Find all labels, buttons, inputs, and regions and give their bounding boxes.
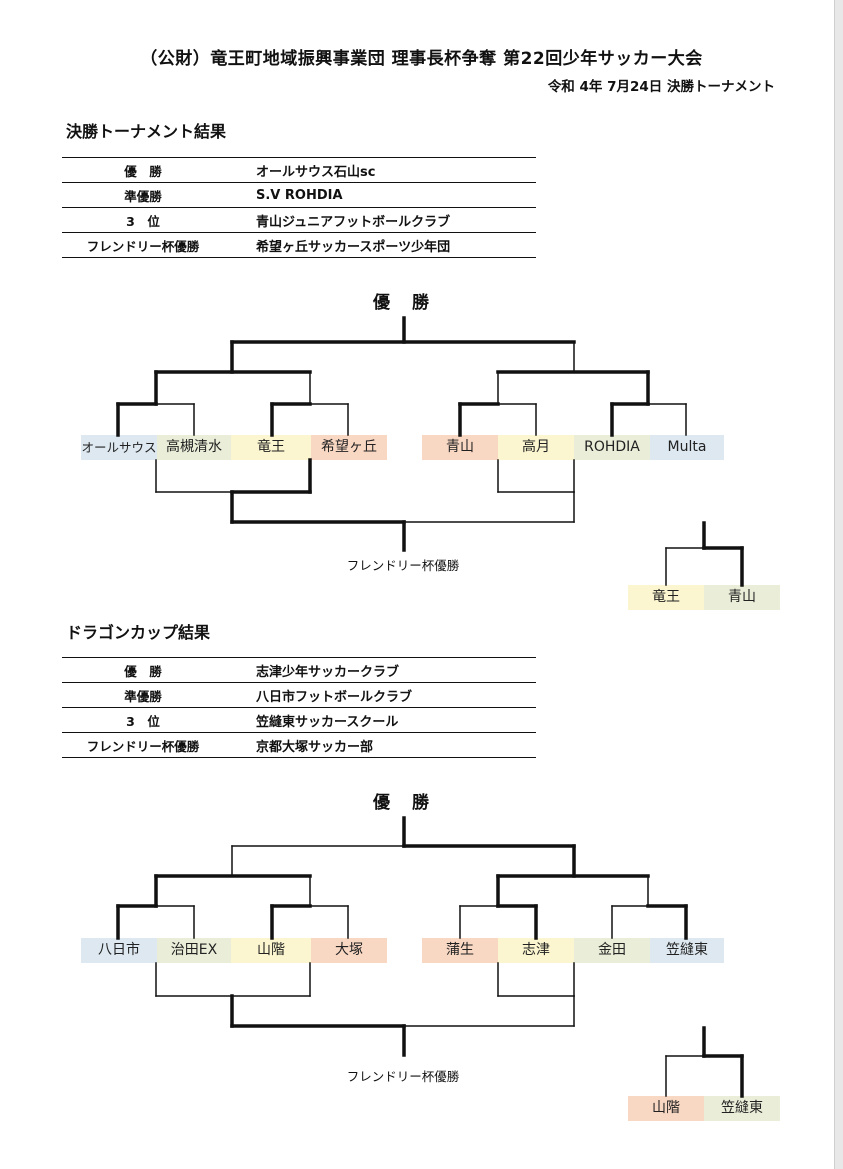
rank-label: 3 位 bbox=[62, 207, 224, 233]
result-row-friendly-cup: フレンドリー杯優勝 希望ヶ丘サッカースポーツ少年団 bbox=[62, 232, 536, 258]
rank-label: 優 勝 bbox=[62, 157, 224, 183]
result-row-third: 3 位 青山ジュニアフットボールクラブ bbox=[62, 207, 536, 233]
team-box: 金田 bbox=[574, 938, 650, 963]
team-box: 青山 bbox=[422, 435, 498, 460]
team-name: オールサウス石山sc bbox=[224, 157, 536, 183]
results-table-final-tournament: 優 勝 オールサウス石山sc 準優勝 S.V ROHDIA 3 位 青山ジュニア… bbox=[62, 157, 536, 258]
team-name: S.V ROHDIA bbox=[224, 182, 536, 208]
team-name: 志津少年サッカークラブ bbox=[224, 657, 536, 683]
team-name: 京都大塚サッカー部 bbox=[224, 732, 536, 758]
team-name: 笠縫東サッカースクール bbox=[224, 707, 536, 733]
extra-match-team-box: 笠縫東 bbox=[704, 1096, 780, 1121]
rank-label: 優 勝 bbox=[62, 657, 224, 683]
extra-match-team-box: 青山 bbox=[704, 585, 780, 610]
extra-match-team-box: 竜王 bbox=[628, 585, 704, 610]
team-box: Multa bbox=[650, 435, 724, 460]
team-box: 八日市 bbox=[81, 938, 157, 963]
rank-label: フレンドリー杯優勝 bbox=[62, 232, 224, 258]
team-box: 笠縫東 bbox=[650, 938, 724, 963]
document-title: （公財）竜王町地域振興事業団 理事長杯争奪 第22回少年サッカー大会 bbox=[140, 49, 703, 69]
bracket-friendly-label: フレンドリー杯優勝 bbox=[346, 558, 460, 573]
team-box: 高月 bbox=[498, 435, 574, 460]
team-box: 山階 bbox=[231, 938, 311, 963]
result-row-runner-up: 準優勝 S.V ROHDIA bbox=[62, 182, 536, 208]
result-row-runner-up: 準優勝 八日市フットボールクラブ bbox=[62, 682, 536, 708]
results-table-dragon-cup: 優 勝 志津少年サッカークラブ 準優勝 八日市フットボールクラブ 3 位 笠縫東… bbox=[62, 657, 536, 758]
rank-label: フレンドリー杯優勝 bbox=[62, 732, 224, 758]
result-row-friendly-cup: フレンドリー杯優勝 京都大塚サッカー部 bbox=[62, 732, 536, 758]
team-name: 八日市フットボールクラブ bbox=[224, 682, 536, 708]
team-name: 希望ヶ丘サッカースポーツ少年団 bbox=[224, 232, 536, 258]
extra-match-team-box: 山階 bbox=[628, 1096, 704, 1121]
section-heading-final-tournament: 決勝トーナメント結果 bbox=[66, 122, 227, 141]
team-box: 竜王 bbox=[231, 435, 311, 460]
section-heading-dragon-cup: ドラゴンカップ結果 bbox=[66, 623, 211, 642]
team-box: 希望ヶ丘 bbox=[311, 435, 387, 460]
team-box: 志津 bbox=[498, 938, 574, 963]
result-row-champion: 優 勝 志津少年サッカークラブ bbox=[62, 657, 536, 683]
team-box: 大塚 bbox=[311, 938, 387, 963]
bracket-winner-label: 優 勝 bbox=[373, 293, 437, 313]
bracket-winner-label: 優 勝 bbox=[373, 793, 437, 813]
bracket-friendly-label: フレンドリー杯優勝 bbox=[346, 1069, 460, 1084]
rank-label: 準優勝 bbox=[62, 682, 224, 708]
team-name: 青山ジュニアフットボールクラブ bbox=[224, 207, 536, 233]
team-box: 高槻清水 bbox=[157, 435, 231, 460]
rank-label: 準優勝 bbox=[62, 182, 224, 208]
result-row-champion: 優 勝 オールサウス石山sc bbox=[62, 157, 536, 183]
team-box: 治田EX bbox=[157, 938, 231, 963]
result-row-third: 3 位 笠縫東サッカースクール bbox=[62, 707, 536, 733]
rank-label: 3 位 bbox=[62, 707, 224, 733]
team-box: ROHDIA bbox=[574, 435, 650, 460]
bracket-1-lines bbox=[116, 316, 744, 587]
team-box: オールサウス bbox=[81, 435, 157, 460]
bracket-2-lines bbox=[116, 816, 744, 1098]
team-box: 蒲生 bbox=[422, 938, 498, 963]
document-subtitle: 令和 4年 7月24日 決勝トーナメント bbox=[547, 79, 775, 95]
page-edge bbox=[834, 0, 843, 1169]
